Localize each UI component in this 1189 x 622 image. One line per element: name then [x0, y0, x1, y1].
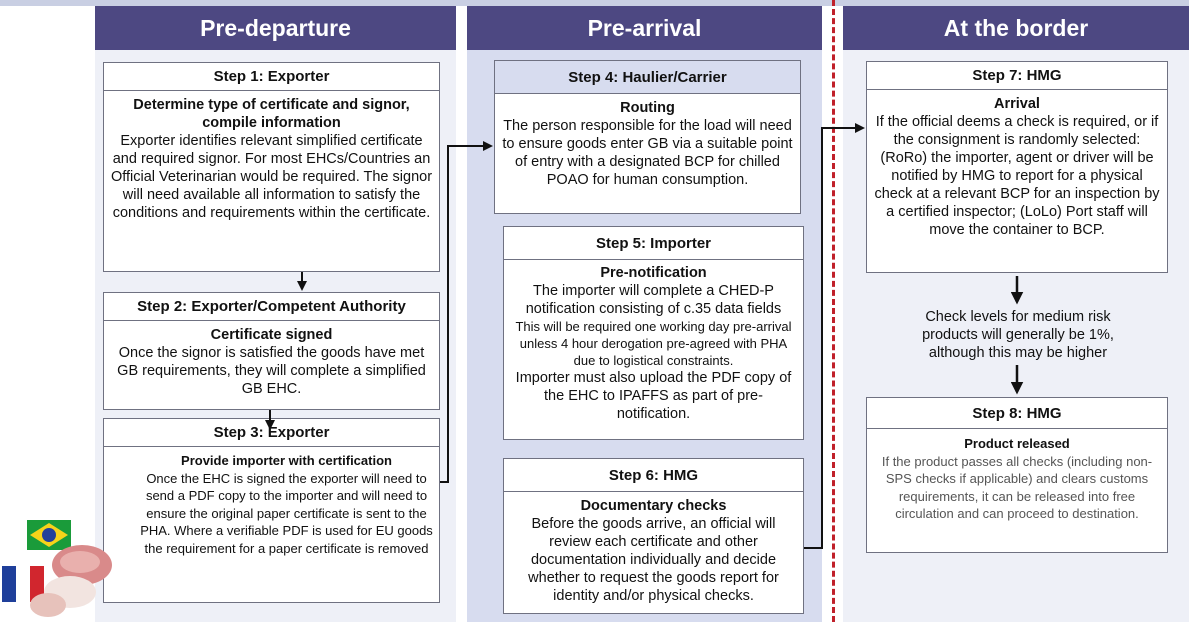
step-3-box: Step 3: Exporter Provide importer with c… — [103, 418, 440, 603]
step-5-text-1: The importer will complete a CHED-P noti… — [525, 283, 782, 317]
top-band — [0, 0, 1189, 6]
step-6-text: Before the goods arrive, an official wil… — [528, 516, 779, 604]
step-7-title: Step 7: HMG — [867, 62, 1167, 90]
step-7-text: If the official deems a check is require… — [874, 114, 1160, 238]
step-5-title: Step 5: Importer — [504, 227, 803, 260]
step-8-title: Step 8: HMG — [867, 398, 1167, 429]
column-title-pre-departure: Pre-departure — [95, 6, 456, 50]
step-5-heading: Pre-notification — [600, 265, 707, 281]
step-6-heading: Documentary checks — [580, 498, 727, 514]
step-1-text: Exporter identifies relevant simplified … — [110, 133, 433, 221]
column-title-pre-arrival: Pre-arrival — [467, 6, 822, 50]
step-4-box: Step 4: Haulier/Carrier Routing The pers… — [494, 60, 801, 214]
step-8-box: Step 8: HMG Product released If the prod… — [866, 397, 1168, 553]
step-6-title: Step 6: HMG — [504, 459, 803, 492]
step-2-heading: Certificate signed — [210, 327, 333, 343]
step-2-text: Once the signor is satisfied the goods h… — [117, 345, 426, 397]
step-7-heading: Arrival — [994, 96, 1040, 112]
step-1-title: Step 1: Exporter — [104, 63, 439, 91]
border-divider-line — [832, 0, 835, 622]
step-2-title: Step 2: Exporter/Competent Authority — [104, 293, 439, 321]
column-title-at-border: At the border — [843, 6, 1189, 50]
step-4-title: Step 4: Haulier/Carrier — [495, 61, 800, 94]
step-8-heading: Product released — [964, 436, 1070, 451]
step-2-box: Step 2: Exporter/Competent Authority Cer… — [103, 292, 440, 410]
step-1-box: Step 1: Exporter Determine type of certi… — [103, 62, 440, 272]
step-5-box: Step 5: Importer Pre-notification The im… — [503, 226, 804, 440]
step-3-text: Once the EHC is signed the exporter will… — [140, 470, 433, 556]
step-4-text: The person responsible for the load will… — [502, 118, 793, 188]
brazil-flag-icon — [27, 520, 71, 550]
step-5-text-2: This will be required one working day pr… — [515, 319, 792, 368]
france-flag-icon — [2, 566, 44, 602]
check-levels-text: Check levels for medium risk products wi… — [922, 309, 1114, 361]
step-3-title: Step 3: Exporter — [104, 419, 439, 447]
step-1-heading: Determine type of certificate and signor… — [133, 97, 410, 131]
step-6-box: Step 6: HMG Documentary checks Before th… — [503, 458, 804, 614]
step-5-text-3: Importer must also upload the PDF copy o… — [515, 370, 792, 422]
step-8-text: If the product passes all checks (includ… — [881, 453, 1153, 522]
step-4-heading: Routing — [620, 100, 675, 116]
step-3-heading: Provide importer with certification — [181, 453, 392, 468]
step-7-box: Step 7: HMG Arrival If the official deem… — [866, 61, 1168, 273]
